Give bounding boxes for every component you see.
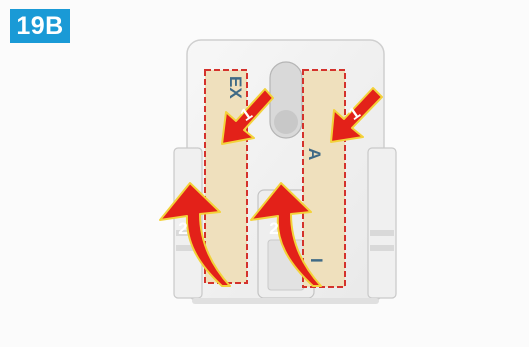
fold-step-number-right: 2 <box>269 219 278 238</box>
adhesive-tape-right: A I <box>303 70 345 287</box>
step-label-badge: 19B <box>10 9 70 43</box>
tape-print-right-bottom: I <box>307 258 326 263</box>
tape-print-right-top: A <box>305 148 324 160</box>
tape-print-left: EX <box>226 76 245 99</box>
adhesive-tape-left: EX <box>205 70 247 283</box>
fold-step-number-left: 2 <box>178 219 187 238</box>
keyhole-slot <box>270 62 302 138</box>
